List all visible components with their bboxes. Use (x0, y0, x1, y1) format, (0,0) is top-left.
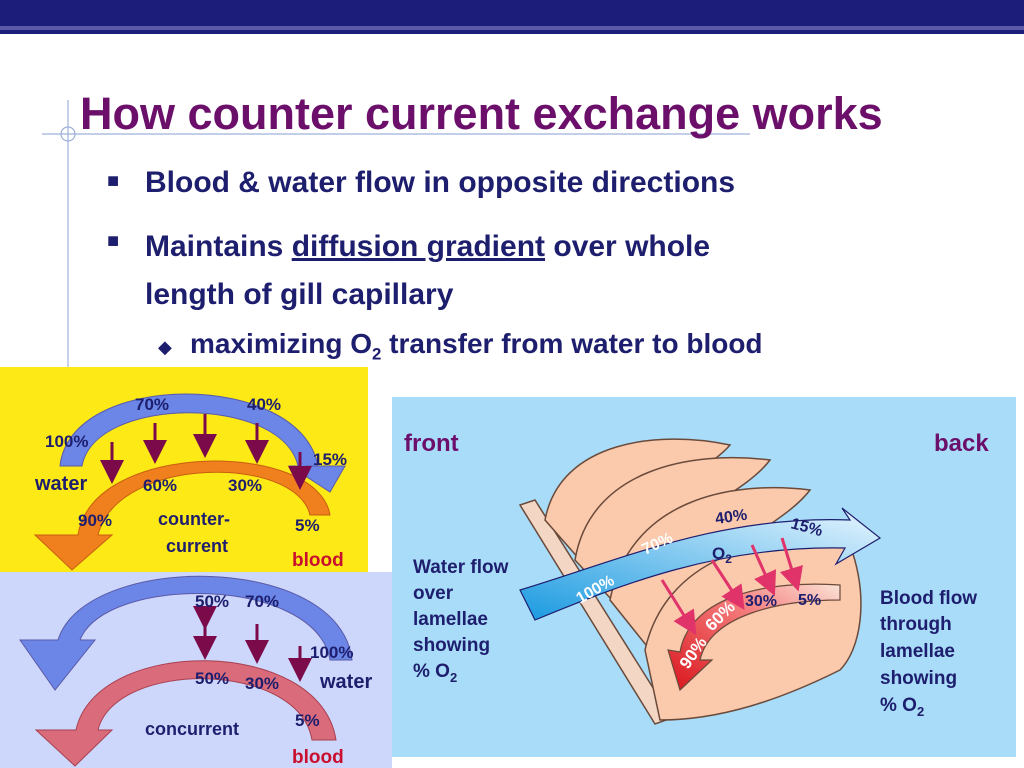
sub-bullet-maximizing: maximizing O2 transfer from water to blo… (190, 328, 763, 365)
svg-text:lamellae: lamellae (880, 641, 955, 662)
blood-pct: 50% (195, 669, 229, 688)
blood-flow-caption: Blood flow through lamellae showing % O2 (880, 588, 977, 719)
svg-text:% O2: % O2 (880, 695, 924, 719)
svg-text:lamellae: lamellae (413, 609, 488, 630)
counter-current-label: counter- (158, 509, 230, 529)
blood-pct: 30% (245, 674, 279, 693)
gill-water-flow-arrow (519, 507, 882, 621)
svg-text:through: through (880, 614, 952, 635)
blood-label: blood (292, 747, 344, 768)
water-pct: 100% (310, 643, 353, 662)
svg-text:% O2: % O2 (413, 661, 457, 685)
bullet-opposite-directions: Blood & water flow in opposite direction… (145, 166, 736, 199)
blood-pct: 30% (228, 476, 262, 495)
blood-pct: 90% (78, 511, 112, 530)
water-pct: 15% (313, 450, 347, 469)
blood-pct: 5% (798, 592, 821, 609)
page-title: How counter current exchange works (80, 88, 883, 139)
bullet-diffusion-gradient: Maintains diffusion gradient over whole … (145, 223, 710, 319)
blood-label: blood (292, 550, 344, 571)
front-label: front (404, 430, 459, 457)
water-flow-arrow (59, 393, 346, 493)
water-label: water (319, 671, 372, 693)
o2-sub: 2 (725, 552, 732, 566)
water-pct: 50% (195, 592, 229, 611)
bullet-text: length of gill capillary (145, 278, 454, 311)
back-label: back (934, 430, 989, 457)
blood-pct: 60% (143, 476, 177, 495)
square-bullet-icon: ■ (107, 170, 120, 192)
svg-text:showing: showing (413, 635, 490, 656)
water-flow-arrow (19, 575, 353, 691)
transfer-arrow (779, 537, 803, 592)
water-flow-caption: Water flow over lamellae showing % O2 (413, 557, 509, 685)
blood-pct: 5% (295, 516, 320, 535)
underlined-term: diffusion gradient (291, 230, 546, 263)
square-bullet-icon: ■ (107, 230, 120, 252)
blood-flow-arrow (34, 660, 337, 767)
blood-pct: 30% (745, 593, 777, 610)
top-bar-stripe (0, 26, 1024, 30)
transfer-arrow (750, 544, 777, 596)
concurrent-label: concurrent (145, 719, 239, 739)
counter-current-label: current (166, 536, 228, 556)
blood-flow-arrow (33, 460, 331, 571)
transfer-arrow (660, 579, 697, 636)
o2-label: O2 (712, 544, 732, 566)
bullet-text: over whole (545, 230, 711, 263)
water-pct: 40% (247, 395, 281, 414)
water-pct: 40% (714, 507, 748, 528)
transfer-arrow (710, 559, 745, 611)
subscript: 2 (372, 344, 382, 364)
water-pct: 100% (45, 432, 88, 451)
diamond-bullet-icon: ◆ (158, 337, 172, 357)
o2-main: O (712, 544, 725, 563)
water-pct: 70% (135, 395, 169, 414)
bullet-text: maximizing O (190, 328, 373, 359)
svg-text:Water flow: Water flow (413, 557, 509, 578)
water-pct: 70% (245, 592, 279, 611)
blood-pct: 5% (295, 711, 320, 730)
svg-text:Blood flow: Blood flow (880, 588, 977, 609)
water-label: water (34, 473, 87, 495)
bullet-text: transfer from water to blood (381, 328, 763, 359)
bullet-text: Maintains (145, 230, 292, 263)
svg-text:showing: showing (880, 668, 957, 689)
svg-text:over: over (413, 583, 454, 604)
gill-blood-flow-arrow (667, 583, 841, 692)
